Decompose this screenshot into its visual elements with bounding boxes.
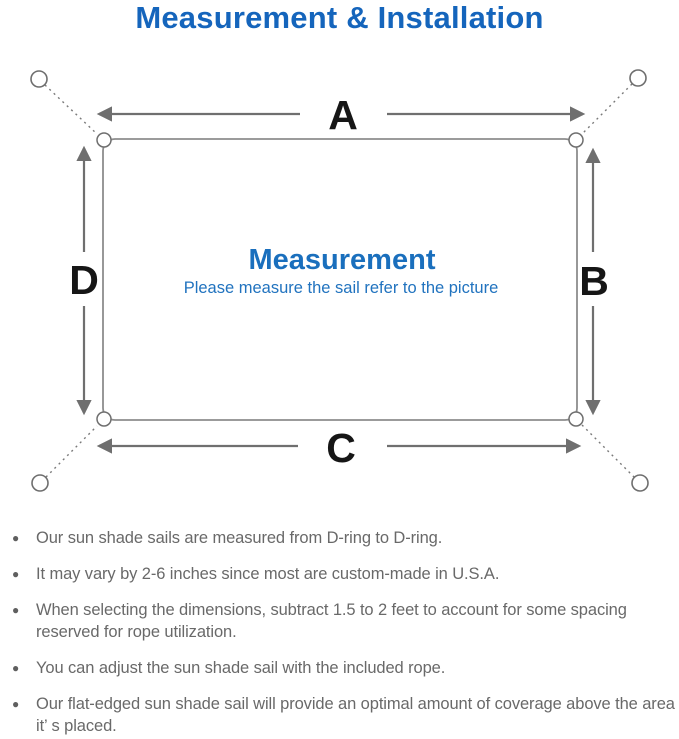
anchor-point-bottom-left — [31, 474, 49, 492]
bullet-icon: ● — [12, 531, 20, 545]
bullet-icon: ● — [12, 661, 20, 675]
notes-list: ● Our sun shade sails are measured from … — [12, 527, 675, 739]
sail-outline — [102, 138, 578, 421]
d-ring-bottom-right — [568, 411, 584, 427]
note-text: You can adjust the sun shade sail with t… — [36, 659, 446, 677]
dimension-arrows — [76, 106, 601, 454]
anchor-point-top-left — [30, 70, 48, 88]
diagram-center-heading: Measurement — [249, 244, 436, 276]
anchor-points — [30, 69, 649, 492]
d-ring-top-right — [568, 132, 584, 148]
d-rings — [96, 132, 584, 427]
list-item: ● Our flat-edged sun shade sail will pro… — [12, 693, 675, 737]
list-item: ● Our sun shade sails are measured from … — [12, 527, 675, 549]
dimension-label-c: C — [326, 425, 356, 471]
rope-line-top-left — [44, 84, 98, 135]
note-text: When selecting the dimensions, subtract … — [36, 601, 627, 641]
measurement-diagram: A B C D Measurement Please measure the s… — [30, 69, 649, 492]
rope-lines — [44, 83, 635, 478]
list-item: ● You can adjust the sun shade sail with… — [12, 657, 675, 679]
list-item: ● It may vary by 2-6 inches since most a… — [12, 563, 675, 585]
rope-line-bottom-right — [581, 424, 635, 478]
bullet-icon: ● — [12, 603, 20, 617]
rope-line-top-right — [581, 83, 633, 135]
list-item: ● When selecting the dimensions, subtrac… — [12, 599, 675, 643]
bullet-icon: ● — [12, 567, 20, 581]
note-text: Our sun shade sails are measured from D-… — [36, 529, 443, 547]
diagram-center-subheading: Please measure the sail refer to the pic… — [184, 279, 499, 297]
bullet-icon: ● — [12, 697, 20, 711]
d-ring-top-left — [96, 132, 112, 148]
d-ring-bottom-left — [96, 411, 112, 427]
anchor-point-top-right — [629, 69, 647, 87]
rope-line-bottom-left — [45, 425, 98, 478]
anchor-point-bottom-right — [631, 474, 649, 492]
note-text: Our flat-edged sun shade sail will provi… — [36, 695, 675, 735]
dimension-label-d: D — [69, 257, 99, 303]
note-text: It may vary by 2-6 inches since most are… — [36, 565, 500, 583]
dimension-label-b: B — [579, 258, 609, 304]
dimension-label-a: A — [328, 92, 358, 138]
page-title: Measurement & Installation — [135, 0, 544, 35]
